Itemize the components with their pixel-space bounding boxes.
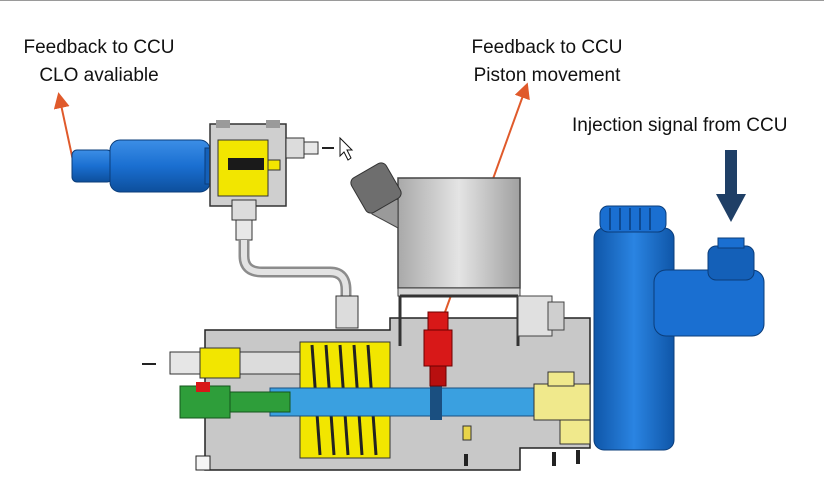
piston-spool — [269, 387, 535, 417]
piston-feedback-line1: Feedback to CCU — [471, 37, 623, 58]
grey-solenoid — [350, 162, 565, 346]
blue-injection-solenoid — [593, 205, 765, 451]
piston-position-sensor — [423, 311, 453, 387]
cable-gland — [350, 162, 402, 214]
injection-signal-label: Injection signal from CCU — [572, 115, 788, 136]
piston-feedback-label: Feedback to CCU Piston movement — [452, 34, 642, 90]
bottom-markers — [462, 425, 580, 466]
cursor-icon — [339, 136, 354, 161]
top-divider — [0, 0, 824, 1]
clo-feedback-line2: CLO avaliable — [39, 65, 159, 86]
sensor-housing — [209, 120, 319, 241]
clo-feedback-label: Feedback to CCU CLO avaliable — [4, 34, 194, 90]
injection-signal-arrow — [716, 150, 746, 222]
valve-main-body — [169, 317, 591, 471]
clo-sensor — [71, 139, 220, 193]
solenoid-connector — [707, 245, 755, 281]
piston-feedback-line2: Piston movement — [473, 65, 621, 86]
clo-feedback-line1: Feedback to CCU — [23, 37, 175, 58]
pipe-fitting — [335, 295, 359, 329]
left-fitting — [169, 351, 201, 375]
